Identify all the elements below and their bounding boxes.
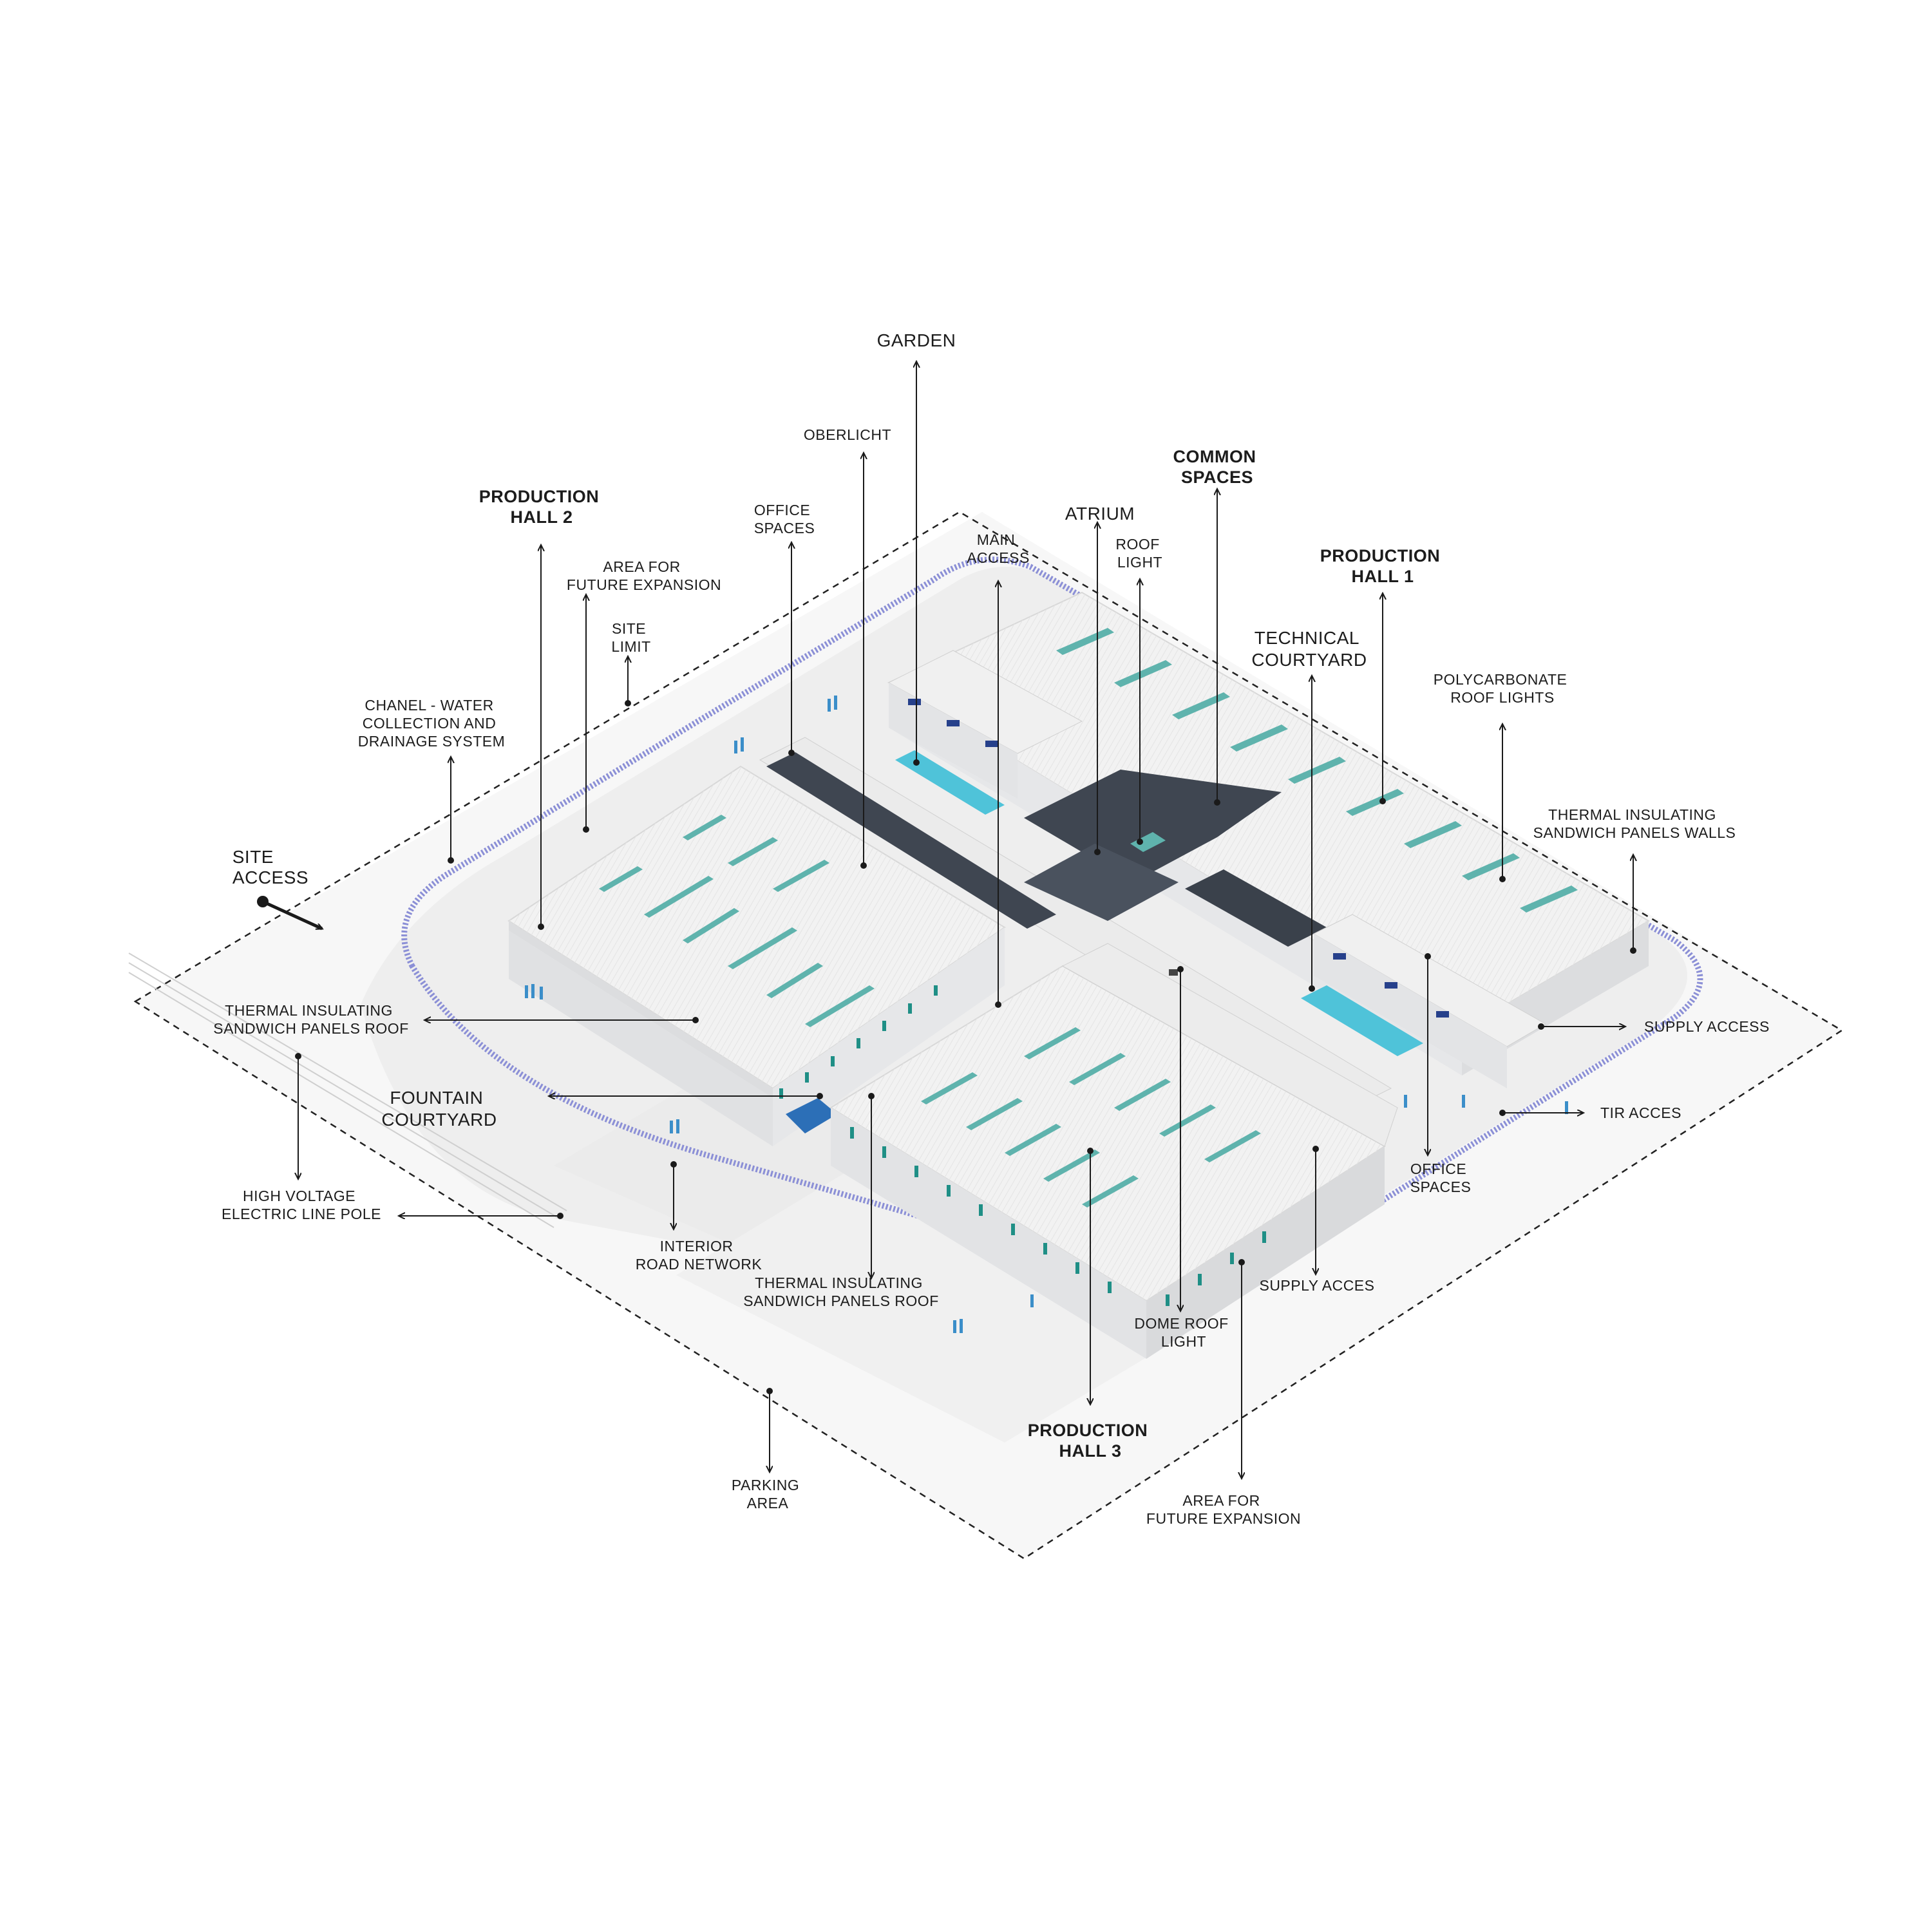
labels: GARDEN OBERLICHT OFFICE SPACES PRODUCTIO… [213,330,1770,1527]
label-tir-acces: TIR ACCES [1600,1104,1681,1121]
label-thermal-roof-center: THERMAL INSULATING SANDWICH PANELS ROOF [743,1274,939,1309]
label-thermal-walls: THERMAL INSULATING SANDWICH PANELS WALLS [1533,806,1736,841]
label-office-spaces-right: OFFICE SPACES [1410,1160,1472,1195]
office-block-back [887,650,1083,799]
label-interior-road: INTERIOR ROAD NETWORK [636,1238,762,1273]
fountain-courtyard-pool [786,1098,837,1133]
label-supply-acces: SUPPLY ACCES [1259,1277,1374,1294]
roof-light [1130,832,1166,852]
dome-roof-light [1169,969,1178,976]
site-access-arrow [261,900,322,931]
label-dome-roof-light: DOME ROOF LIGHT [1134,1315,1233,1350]
label-atrium: ATRIUM [1065,504,1135,524]
label-technical-courtyard: TECHNICAL COURTYARD [1251,628,1367,670]
garden-water-basin [895,750,1005,815]
label-production-hall-3: PRODUCTION HALL 3 [1028,1421,1153,1461]
drainage-channel [401,556,1703,1288]
parking-area-surface [676,1146,1198,1443]
label-high-voltage: HIGH VOLTAGE ELECTRIC LINE POLE [222,1188,381,1222]
label-fountain-courtyard: FOUNTAIN COURTYARD [381,1088,497,1130]
label-common-spaces: COMMON SPACES [1173,447,1262,487]
label-chanel-water: CHANEL - WATER COLLECTION AND DRAINAGE S… [358,697,506,750]
production-hall-3 [829,943,1398,1359]
site-limit-boundary [133,511,1844,1560]
technical-courtyard-water [1301,985,1423,1056]
label-thermal-roof-left: THERMAL INSULATING SANDWICH PANELS ROOF [213,1002,409,1037]
label-garden: GARDEN [877,330,956,350]
label-supply-access: SUPPLY ACCESS [1644,1018,1770,1035]
label-office-spaces-top: OFFICE SPACES [754,502,815,536]
label-oberlicht: OBERLICHT [804,426,891,443]
label-main-access: MAIN ACCESS [967,531,1030,566]
leader-lines [257,362,1636,1478]
label-production-hall-1: PRODUCTION HALL 1 [1320,546,1446,586]
people-figures [525,696,1568,1333]
label-production-hall-2: PRODUCTION HALL 2 [479,487,605,527]
label-parking-area: PARKING AREA [732,1477,804,1511]
label-polycarbonate-roof-lights: POLYCARBONATE ROOF LIGHTS [1434,671,1571,706]
label-area-future-expansion-top: AREA FOR FUTURE EXPANSION [567,558,721,593]
label-site-limit: SITE LIMIT [611,620,650,655]
label-site-access: SITE ACCESS [232,847,308,887]
office-block-right [1312,914,1547,1088]
production-hall-2 [507,765,1006,1146]
label-roof-light: ROOF LIGHT [1115,536,1164,571]
high-voltage-line [128,952,567,1228]
label-area-future-expansion-bottom: AREA FOR FUTURE EXPANSION [1146,1492,1301,1527]
